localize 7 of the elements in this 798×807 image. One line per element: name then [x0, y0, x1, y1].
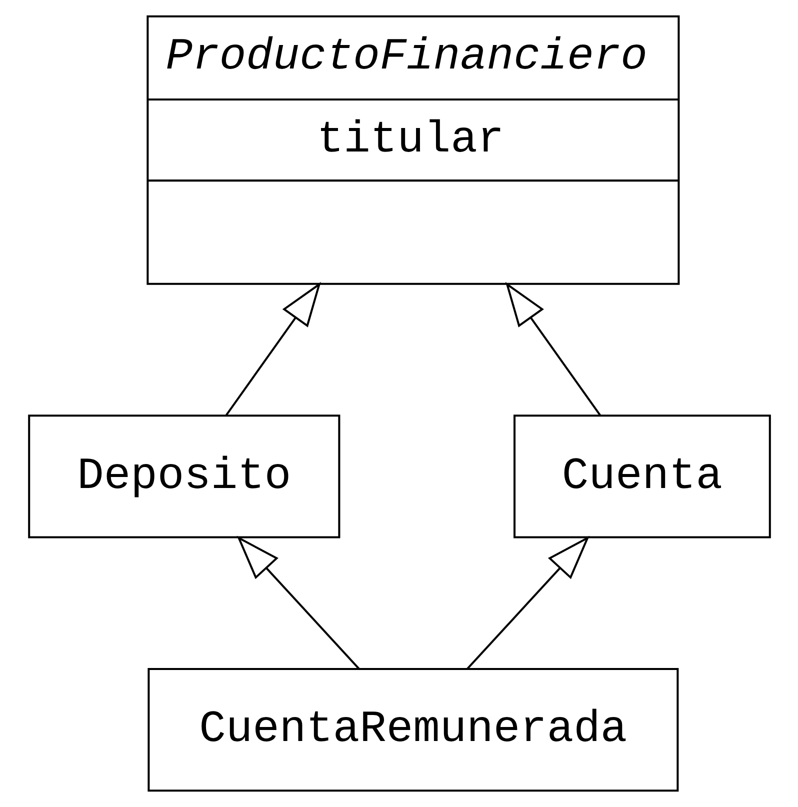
node-box: Cuenta — [513, 414, 770, 538]
node-box: CuentaRemunerada — [147, 668, 678, 792]
arrow — [236, 536, 360, 670]
arrow — [466, 536, 590, 670]
node-box: Deposito — [28, 414, 340, 538]
arrow — [504, 282, 601, 416]
arrow — [224, 282, 320, 416]
